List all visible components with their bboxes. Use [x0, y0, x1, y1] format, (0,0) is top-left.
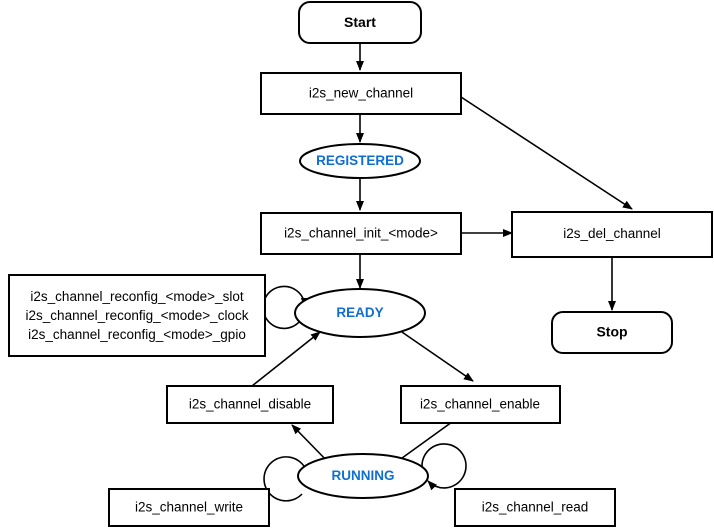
edge-ready-to-channel-enable — [398, 329, 474, 382]
node-registered[interactable]: REGISTERED — [299, 143, 421, 179]
node-reconfig[interactable]: i2s_channel_reconfig_<mode>_slot i2s_cha… — [8, 274, 266, 357]
node-channel-read-label: i2s_channel_read — [482, 500, 589, 515]
node-del-channel[interactable]: i2s_del_channel — [511, 211, 713, 258]
node-stop[interactable]: Stop — [551, 311, 673, 354]
edge-running-self-loop-right — [421, 443, 467, 491]
node-stop-label: Stop — [596, 324, 627, 340]
node-new-channel[interactable]: i2s_new_channel — [260, 72, 462, 115]
node-channel-disable[interactable]: i2s_channel_disable — [166, 385, 334, 424]
node-del-channel-label: i2s_del_channel — [563, 226, 661, 241]
node-ready[interactable]: READY — [294, 288, 426, 338]
node-start-label: Start — [344, 14, 376, 30]
node-channel-init-label: i2s_channel_init_<mode> — [284, 226, 438, 241]
edge-channel-disable-to-ready — [251, 331, 321, 387]
node-registered-label: REGISTERED — [316, 153, 404, 168]
edge-running-self-loop-left — [263, 456, 313, 502]
node-channel-disable-label: i2s_channel_disable — [189, 397, 311, 412]
node-channel-write-label: i2s_channel_write — [135, 500, 243, 515]
node-start[interactable]: Start — [298, 1, 422, 44]
node-running-label: RUNNING — [332, 468, 395, 483]
edge-new-channel-to-del-channel — [460, 96, 633, 210]
node-reconfig-line-3: i2s_channel_reconfig_<mode>_gpio — [28, 327, 246, 342]
node-reconfig-line-2: i2s_channel_reconfig_<mode>_clock — [26, 308, 249, 323]
node-channel-write[interactable]: i2s_channel_write — [108, 488, 270, 527]
node-channel-read[interactable]: i2s_channel_read — [454, 488, 616, 527]
node-running[interactable]: RUNNING — [297, 453, 429, 499]
node-channel-init[interactable]: i2s_channel_init_<mode> — [260, 212, 462, 255]
node-ready-label: READY — [336, 305, 383, 320]
node-new-channel-label: i2s_new_channel — [309, 86, 413, 101]
node-channel-enable[interactable]: i2s_channel_enable — [400, 385, 561, 424]
node-reconfig-line-1: i2s_channel_reconfig_<mode>_slot — [30, 289, 243, 304]
node-channel-enable-label: i2s_channel_enable — [420, 397, 540, 412]
